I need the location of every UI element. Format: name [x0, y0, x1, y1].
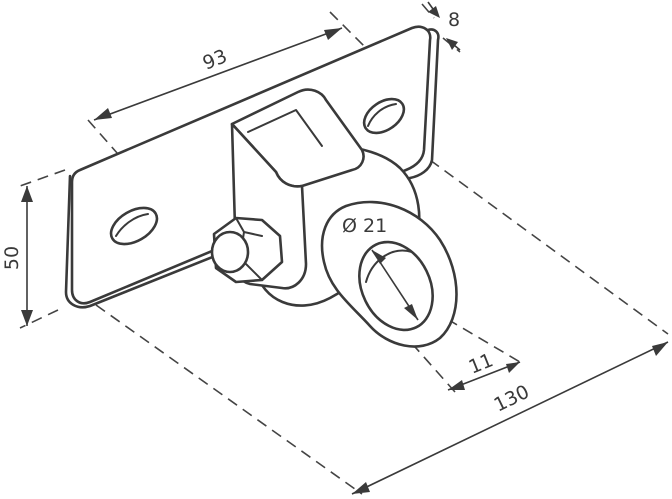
- hole-inner-edge: [115, 213, 149, 237]
- dim-line-130: [351, 341, 669, 495]
- arrow-head: [352, 482, 370, 494]
- arrow-head: [446, 38, 458, 50]
- diameter-dimension: [371, 249, 419, 321]
- hole-inner-edge: [367, 103, 397, 127]
- arrow-head: [506, 362, 520, 373]
- bolt-end: [210, 230, 250, 274]
- arrow-head: [428, 6, 440, 18]
- arrow-head: [324, 28, 342, 40]
- dimension-lines: [21, 1, 669, 495]
- arrow-head: [21, 186, 33, 202]
- label-130: 130: [491, 381, 533, 417]
- arrow-head: [94, 108, 112, 120]
- label-50: 50: [1, 246, 23, 270]
- arrow-head: [448, 380, 465, 390]
- mounting-hole-left: [109, 206, 159, 246]
- dim-line-93: [93, 27, 343, 121]
- arrow-head: [652, 342, 668, 356]
- ear-inner-line: [247, 109, 323, 147]
- arrow-head: [372, 250, 386, 264]
- label-diameter: Ø 21: [342, 215, 387, 237]
- arrow-head: [21, 310, 33, 326]
- arrow-head: [404, 304, 418, 320]
- mounting-hole-right: [362, 97, 406, 135]
- label-93: 93: [200, 45, 231, 74]
- eye-hole-inner: [365, 249, 413, 283]
- bracket-part: [64, 25, 458, 348]
- label-11: 11: [466, 349, 497, 378]
- label-8: 8: [448, 9, 460, 31]
